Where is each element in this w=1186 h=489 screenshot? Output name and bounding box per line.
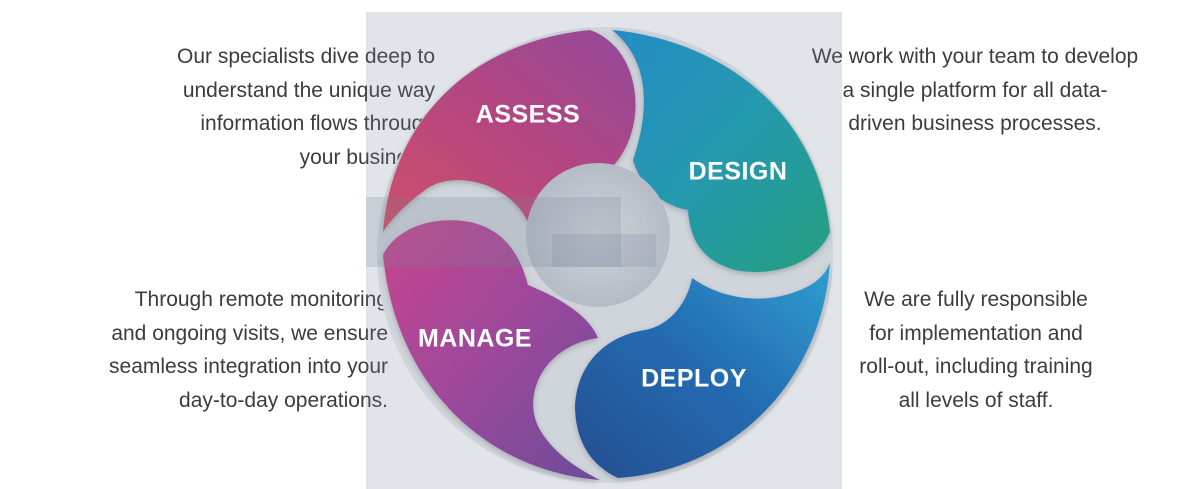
center-hub xyxy=(526,163,670,307)
assess-line-1: Our specialists dive deep to xyxy=(177,45,435,68)
deploy-line-3: roll-out, including training xyxy=(859,355,1093,379)
design-line-1: We work with your team to develop xyxy=(811,45,1139,68)
manage-line-3: seamless integration into your xyxy=(109,355,388,379)
deploy-line-2: for implementation and xyxy=(869,321,1083,345)
deploy-description: We are fully responsible for implementat… xyxy=(806,283,1146,417)
assess-line-2: understand the unique way xyxy=(182,78,435,102)
design-description: We work with your team to develop a sing… xyxy=(768,40,1182,141)
manage-description: Through remote monitoring and ongoing vi… xyxy=(109,283,388,417)
design-line-3: driven business processes. xyxy=(848,112,1102,136)
deploy-label: DEPLOY xyxy=(641,364,747,393)
deploy-segment xyxy=(575,262,830,478)
manage-line-4: day-to-day operations. xyxy=(179,388,388,412)
assess-label: ASSESS xyxy=(475,100,581,129)
manage-segment xyxy=(383,220,600,480)
design-label: DESIGN xyxy=(688,157,788,186)
manage-label: MANAGE xyxy=(417,324,533,353)
design-segment xyxy=(612,30,830,273)
deploy-line-1: We are fully responsible xyxy=(864,288,1088,311)
assess-line-3: information flows through xyxy=(200,112,435,136)
assess-description: Our specialists dive deep to understand … xyxy=(177,40,435,174)
manage-line-1: Through remote monitoring xyxy=(134,288,388,311)
design-line-2: a single platform for all data- xyxy=(842,78,1108,102)
manage-line-2: and ongoing visits, we ensure xyxy=(111,321,388,345)
deploy-line-4: all levels of staff. xyxy=(898,388,1054,412)
